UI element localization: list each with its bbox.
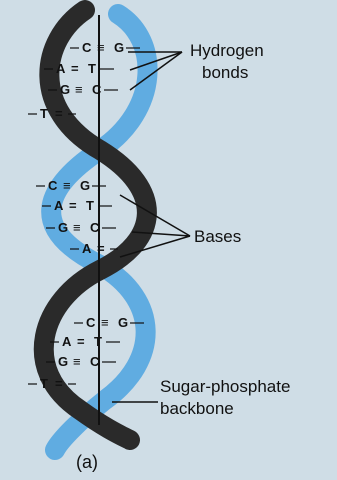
base-right: T [86, 198, 94, 213]
base-right: G [118, 315, 128, 330]
base-left: A [62, 334, 72, 349]
hydrogen-bond: ≡ [63, 178, 71, 193]
hydrogen-bond: ≡ [101, 315, 109, 330]
base-left: G [58, 220, 68, 235]
hydrogen-bond: = [69, 198, 77, 213]
hydrogen-bond: ≡ [97, 40, 105, 55]
hydrogen-bond: ≡ [73, 220, 81, 235]
base-left: C [82, 40, 92, 55]
base-right: G [80, 178, 90, 193]
hydrogen-bond: = [97, 241, 105, 256]
base-right: G [114, 40, 124, 55]
hydrogen-bond: = [55, 376, 63, 391]
label-hydrogen-line1: Hydrogen [190, 41, 264, 60]
base-left: G [58, 354, 68, 369]
label-bases: Bases [194, 227, 241, 246]
base-left: A [56, 61, 66, 76]
hydrogen-bond: = [71, 61, 79, 76]
base-left: C [86, 315, 96, 330]
label-backbone-line2: backbone [160, 399, 234, 418]
base-pair: A = T [50, 334, 120, 349]
label-hydrogen-line2: bonds [202, 63, 248, 82]
caption: (a) [76, 452, 98, 472]
hydrogen-bond: ≡ [73, 354, 81, 369]
base-right: C [92, 82, 102, 97]
base-left: T [40, 106, 48, 121]
hydrogen-bond: ≡ [75, 82, 83, 97]
base-right: T [94, 334, 102, 349]
hydrogen-bond: = [77, 334, 85, 349]
base-left: A [82, 241, 92, 256]
base-left: C [48, 178, 58, 193]
label-backbone-line1: Sugar-phosphate [160, 377, 290, 396]
base-right: C [90, 220, 100, 235]
base-right: C [90, 354, 100, 369]
base-left: T [40, 376, 48, 391]
base-right: T [88, 61, 96, 76]
base-left: A [54, 198, 64, 213]
base-left: G [60, 82, 70, 97]
hydrogen-bond: = [55, 106, 63, 121]
